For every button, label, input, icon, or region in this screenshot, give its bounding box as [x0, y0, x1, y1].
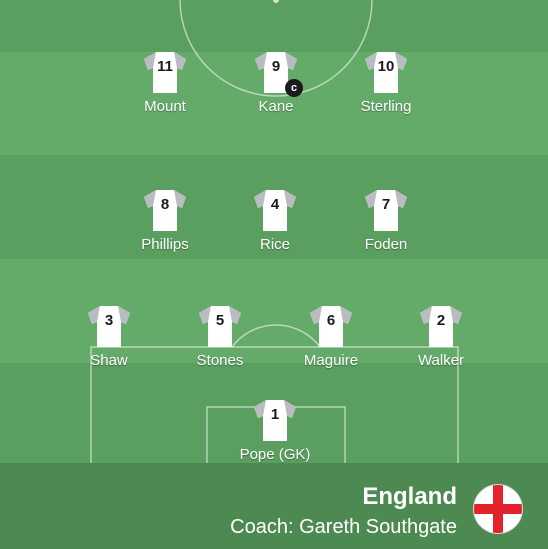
- player-name: Walker: [417, 352, 465, 369]
- player-name: Kane: [258, 98, 294, 115]
- player-name: Shaw: [90, 352, 128, 369]
- coach-name: Coach: Gareth Southgate: [230, 516, 457, 538]
- player-stones[interactable]: 5 Stones: [165, 304, 275, 369]
- shirt-icon: 3: [86, 304, 132, 348]
- player-pope[interactable]: 1 Pope (GK): [220, 398, 330, 463]
- player-name: Phillips: [141, 236, 189, 253]
- team-footer: England Coach: Gareth Southgate: [0, 463, 548, 549]
- shirt-number: 10: [377, 58, 395, 75]
- shirt-icon: 5: [197, 304, 243, 348]
- pitch-stripe: [0, 0, 548, 52]
- shirt-number: 2: [436, 312, 446, 329]
- player-sterling[interactable]: 10 Sterling: [331, 50, 441, 115]
- shirt-number: 6: [326, 312, 336, 329]
- captain-badge: c: [285, 79, 303, 97]
- player-name: Rice: [259, 236, 290, 253]
- shirt-number: 8: [160, 196, 170, 213]
- player-name: Mount: [144, 98, 186, 115]
- shirt-icon: 8: [142, 188, 188, 232]
- shirt-icon: 7: [363, 188, 409, 232]
- center-circle: [179, 0, 373, 97]
- player-name: Sterling: [360, 98, 412, 115]
- player-kane[interactable]: 9 c Kane: [221, 50, 331, 115]
- player-name: Stones: [196, 352, 244, 369]
- shirt-number: 4: [270, 196, 280, 213]
- player-shaw[interactable]: 3 Shaw: [54, 304, 164, 369]
- shirt-number: 5: [215, 312, 225, 329]
- player-maguire[interactable]: 6 Maguire: [276, 304, 386, 369]
- shirt-number: 11: [157, 58, 173, 75]
- shirt-icon: 1: [252, 398, 298, 442]
- player-name: Maguire: [303, 352, 359, 369]
- player-walker[interactable]: 2 Walker: [386, 304, 496, 369]
- shirt-icon: 4: [252, 188, 298, 232]
- shirt-icon: 6: [308, 304, 354, 348]
- team-name: England: [362, 483, 457, 510]
- player-mount[interactable]: 11 Mount: [110, 50, 220, 115]
- player-foden[interactable]: 7 Foden: [331, 188, 441, 253]
- player-rice[interactable]: 4 Rice: [220, 188, 330, 253]
- shirt-icon: 11: [142, 50, 188, 94]
- shirt-icon: 9 c: [253, 50, 303, 97]
- england-flag-icon: [473, 484, 523, 534]
- center-spot: [273, 0, 279, 3]
- player-phillips[interactable]: 8 Phillips: [110, 188, 220, 253]
- shirt-icon: 2: [418, 304, 464, 348]
- shirt-number: 1: [270, 406, 280, 423]
- penalty-arc: [231, 324, 321, 348]
- shirt-number: 7: [381, 196, 391, 213]
- shirt-number: 3: [104, 312, 114, 329]
- player-name: Pope (GK): [239, 446, 311, 463]
- shirt-number: 9: [271, 58, 281, 75]
- player-name: Foden: [364, 236, 408, 253]
- shirt-icon: 10: [363, 50, 409, 94]
